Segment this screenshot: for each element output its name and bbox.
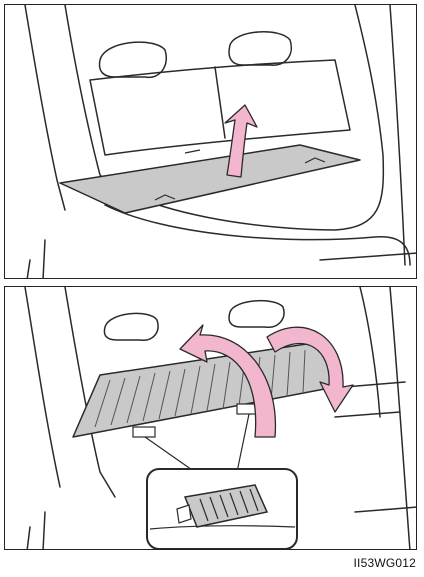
illustration-panel-bottom [4, 286, 417, 550]
left-body-line [25, 287, 60, 487]
tailgate-opening-right [360, 287, 380, 417]
bumper-lower-line [320, 253, 417, 260]
cargo-floor-line [345, 382, 405, 387]
left-corner-line [27, 527, 30, 550]
left-body-line [25, 5, 65, 210]
rear-cargo-area-illustration [5, 5, 417, 279]
inset-hinge-tab [177, 505, 191, 523]
cargo-floor-line-2 [335, 412, 400, 417]
illustration-panel-top [4, 4, 417, 279]
deck-hinge [185, 150, 200, 153]
hinge-clip-left [133, 427, 155, 437]
right-body-line [390, 287, 410, 550]
panel-divider [4, 279, 417, 286]
folded-deck-board-illustration [5, 287, 417, 550]
right-headrest [229, 301, 284, 328]
left-lower-line [43, 240, 45, 279]
seat-split-line [215, 67, 225, 138]
left-corner-line [27, 260, 30, 279]
left-lower-line [43, 512, 45, 550]
left-headrest [104, 313, 158, 340]
callout-leader-lines [145, 414, 249, 472]
right-body-line [390, 5, 405, 265]
figure-code: II53WG012 [354, 556, 417, 570]
right-headrest [229, 32, 291, 65]
bumper-line [105, 205, 410, 265]
